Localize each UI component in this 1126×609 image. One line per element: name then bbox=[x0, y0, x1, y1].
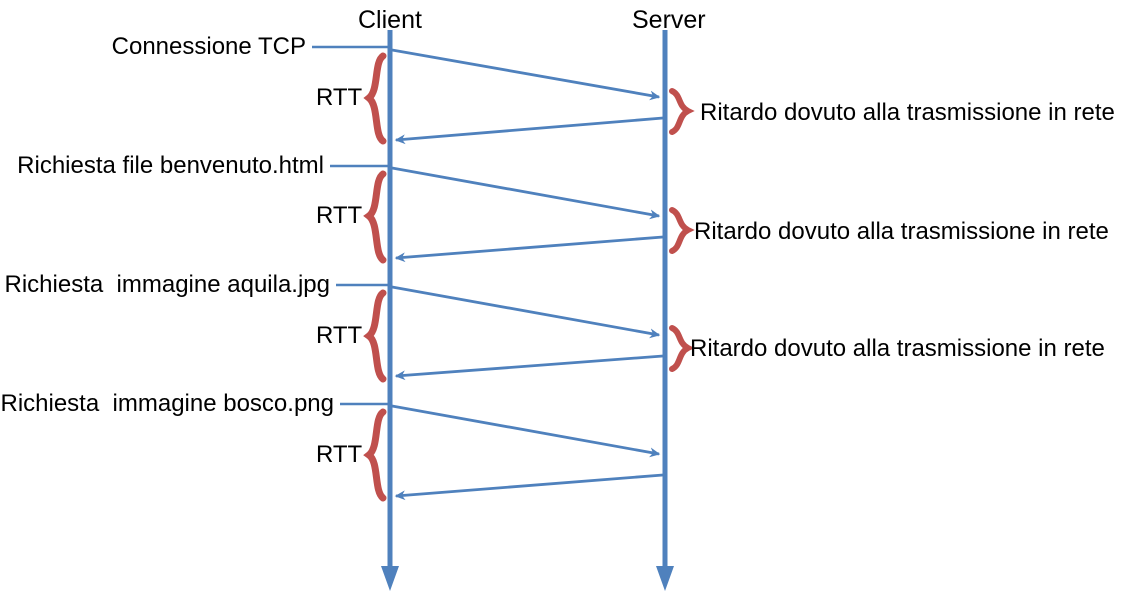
left-label-richiesta-aquila: Richiesta immagine aquila.jpg bbox=[4, 271, 331, 298]
note-ritardo-3: Ritardo dovuto alla trasmissione in rete bbox=[690, 335, 1105, 362]
rtt-brace-2 bbox=[363, 170, 387, 264]
note-ritardo-2: Ritardo dovuto alla trasmissione in rete bbox=[694, 218, 1109, 245]
message-server-to-client-2 bbox=[394, 235, 664, 263]
rtt-braces bbox=[363, 52, 387, 502]
rtt-label-2: RTT bbox=[316, 202, 363, 229]
lifeline-server bbox=[656, 30, 674, 591]
rtt-brace-3 bbox=[363, 289, 387, 383]
note-ritardo-1: Ritardo dovuto alla trasmissione in rete bbox=[700, 99, 1115, 126]
note-brace-2 bbox=[669, 207, 695, 254]
rtt-label-3: RTT bbox=[316, 322, 363, 349]
note-brace-3 bbox=[669, 325, 695, 372]
rtt-brace-4 bbox=[363, 408, 387, 502]
leader-lines bbox=[312, 45, 388, 406]
message-server-to-client-4 bbox=[394, 473, 664, 501]
rtt-label-1: RTT bbox=[316, 84, 363, 111]
left-label-connessione-tcp: Connessione TCP bbox=[111, 33, 306, 60]
rtt-label-4: RTT bbox=[316, 441, 363, 468]
lifeline-title-client: Client bbox=[358, 6, 422, 34]
message-client-to-server-4 bbox=[391, 404, 661, 458]
message-server-to-client-1 bbox=[394, 116, 664, 145]
message-server-to-client-3 bbox=[394, 354, 664, 381]
left-label-richiesta-benvenuto: Richiesta file benvenuto.html bbox=[17, 152, 324, 179]
note-braces bbox=[669, 88, 695, 372]
rtt-brace-1 bbox=[363, 52, 387, 145]
note-brace-1 bbox=[669, 88, 695, 135]
message-client-to-server-1 bbox=[391, 48, 661, 101]
left-label-richiesta-bosco: Richiesta immagine bosco.png bbox=[0, 390, 334, 417]
lifeline-client bbox=[381, 30, 399, 591]
message-client-to-server-3 bbox=[391, 285, 661, 339]
messages bbox=[391, 48, 664, 501]
lifeline-title-server: Server bbox=[632, 6, 706, 34]
message-client-to-server-2 bbox=[391, 166, 661, 220]
